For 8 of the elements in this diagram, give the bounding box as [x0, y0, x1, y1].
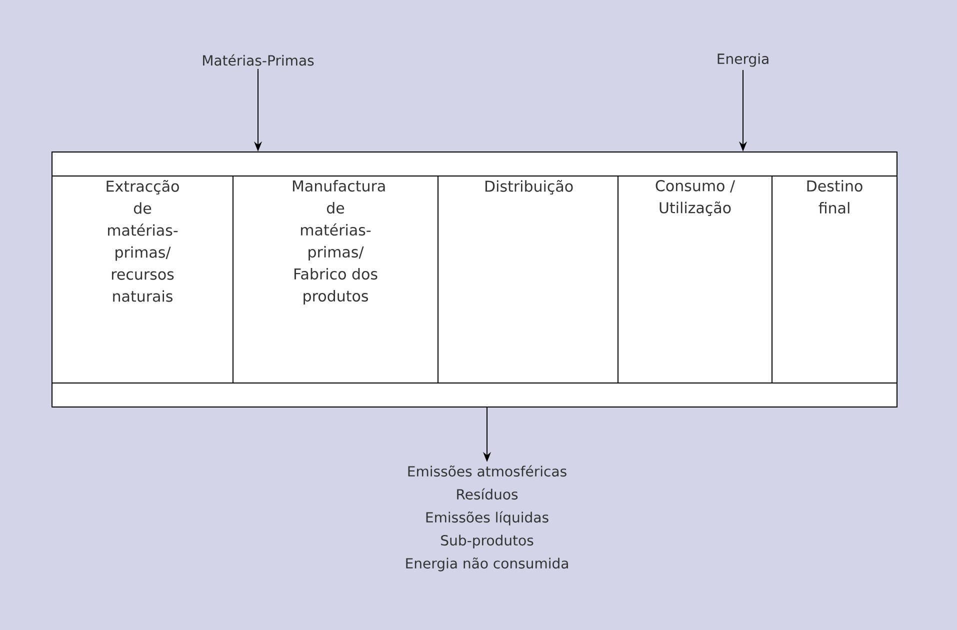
stage-box: Destino final	[772, 176, 898, 384]
stage-box: Extracção de matérias-primas/ recursos naturais	[52, 176, 234, 384]
output-list: Emissões atmosféricas Resíduos Emissões líquidas Sub-produtos Energia não consumida	[406, 465, 568, 572]
stage-box: Manufactura de matérias-primas/ Fabrico dos produtos	[232, 176, 438, 384]
stage-box: Consumo / Utilização	[618, 176, 772, 384]
input-label: Matérias-Primas	[203, 54, 314, 66]
input-label: Energia	[718, 53, 768, 67]
stage-box: Distribuição	[438, 176, 618, 384]
